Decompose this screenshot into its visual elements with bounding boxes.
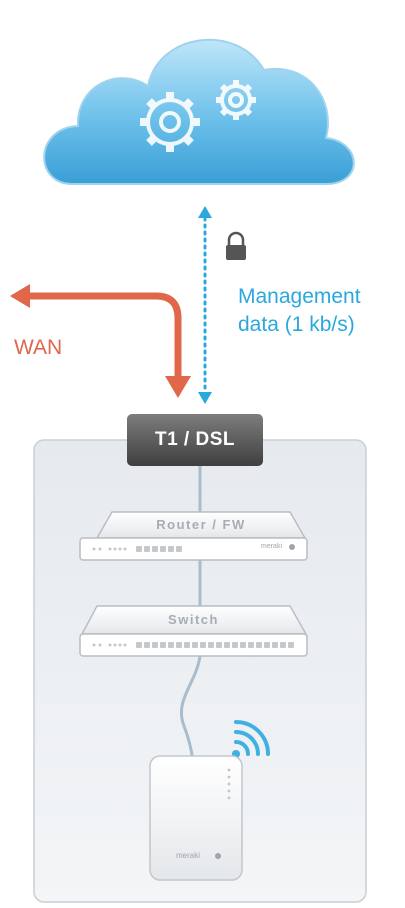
connection-box [127,414,263,466]
management-label-line1: Management [238,285,361,308]
wifi-icon [232,720,270,758]
gears-icon [140,80,256,152]
switch-device [79,605,308,657]
cloud [43,38,355,185]
meraki-logo-icon [215,544,295,859]
switch-label: Switch [168,612,219,627]
arrow-left-icon [10,284,30,308]
wan-arrow [10,284,191,398]
arrow-up-icon [198,206,212,218]
management-label-line2: data (1 kb/s) [238,313,355,336]
router-label: Router / FW [156,517,246,532]
switch-ports [92,642,294,648]
lock-icon [226,231,246,260]
connection-label: T1 / DSL [154,429,235,450]
ap-brand: meraki [176,851,201,860]
management-data-label: Management data (1 kb/s) [238,283,361,339]
wan-label: WAN [14,336,63,359]
router-brand: meraki [261,543,283,550]
router-device [79,511,308,561]
arrow-down-icon [165,376,191,398]
access-point [149,755,243,881]
arrow-down-icon [198,392,212,404]
router-ports [92,546,182,552]
management-data-line [198,206,212,404]
